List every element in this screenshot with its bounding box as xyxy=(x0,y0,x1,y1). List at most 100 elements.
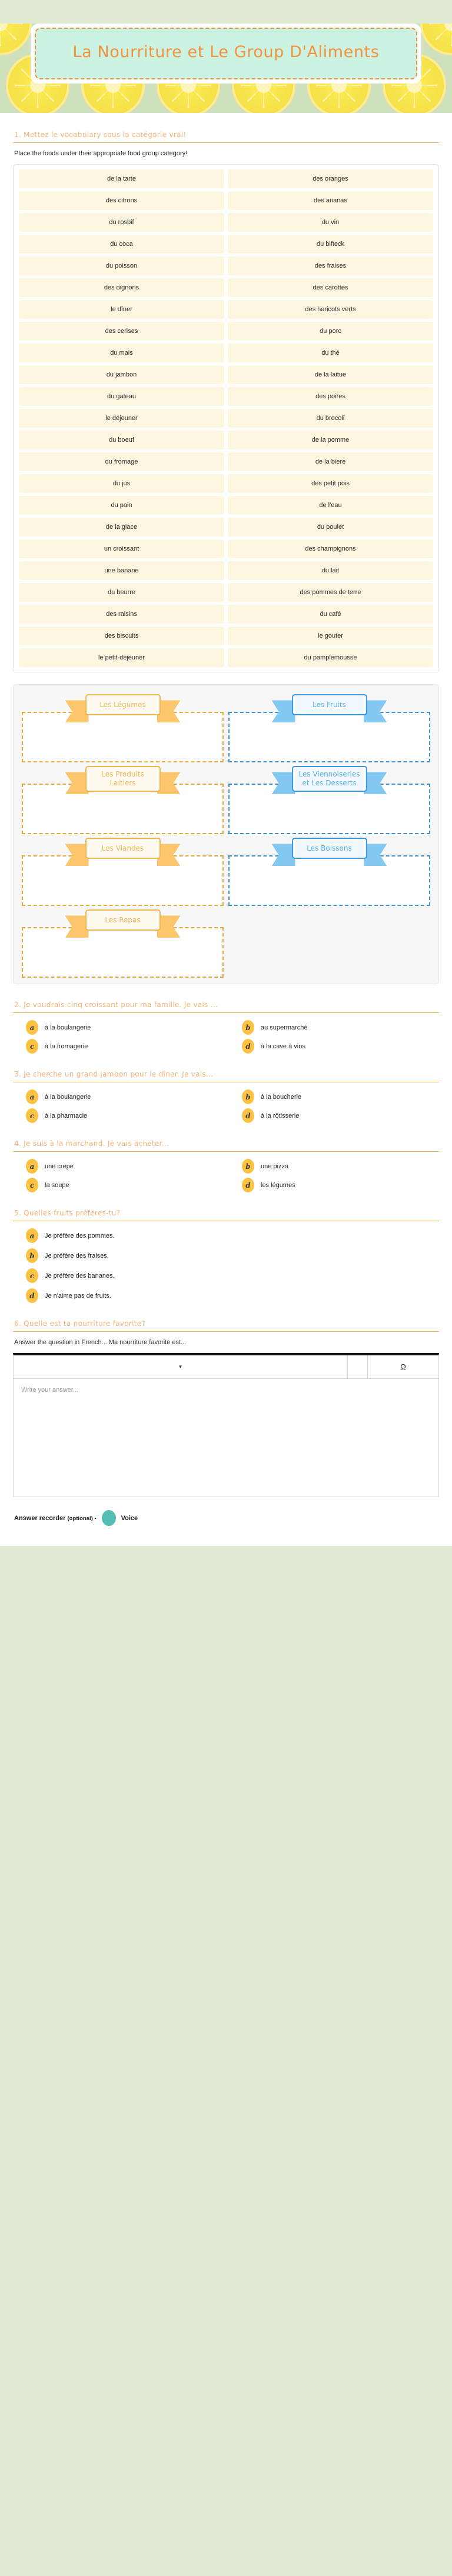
vocabulary-card[interactable]: du lait xyxy=(228,561,433,581)
mc-option-label: Je préfère des fraises. xyxy=(45,1252,109,1259)
vocabulary-card[interactable]: des biscuits xyxy=(19,626,224,646)
answer-editor[interactable]: ▾ Ω Write your answer... xyxy=(13,1353,439,1498)
ribbon-tails-icon xyxy=(271,772,387,795)
vocabulary-card[interactable]: de l'eau xyxy=(228,496,433,515)
vocabulary-card[interactable]: des oranges xyxy=(228,169,433,189)
category-label: Les Fruits xyxy=(291,694,367,716)
category-dropzone[interactable] xyxy=(22,855,224,907)
vocabulary-card[interactable]: le déjeuner xyxy=(19,409,224,428)
category-cell: Les Viandes xyxy=(19,834,226,907)
vocabulary-card[interactable]: du café xyxy=(228,605,433,624)
font-dropdown[interactable]: ▾ xyxy=(14,1355,348,1379)
category-cell: Les Boissons xyxy=(226,834,433,907)
vocabulary-card[interactable]: le dîner xyxy=(19,300,224,319)
vocabulary-card[interactable]: de la pomme xyxy=(228,431,433,450)
ribbon-tail-right-icon xyxy=(363,700,387,723)
category-ribbon: Les Légumes xyxy=(65,694,181,723)
vocabulary-card[interactable]: des carottes xyxy=(228,278,433,298)
vocabulary-card[interactable]: des citrons xyxy=(19,191,224,211)
category-dropzone[interactable] xyxy=(228,784,430,835)
category-label: Les Viandes xyxy=(85,838,161,859)
mc-option-key: d xyxy=(242,1039,254,1054)
vocabulary-card[interactable]: du coca xyxy=(19,235,224,254)
mc-option[interactable]: b Je préfère des fraises. xyxy=(13,1248,439,1264)
vocabulary-card[interactable]: de la glace xyxy=(19,518,224,537)
vocabulary-card[interactable]: du pamplemousse xyxy=(228,648,433,668)
vocabulary-card[interactable]: des haricots verts xyxy=(228,300,433,319)
vocabulary-card[interactable]: du gateau xyxy=(19,387,224,406)
vocabulary-card[interactable]: du thé xyxy=(228,344,433,363)
vocabulary-card[interactable]: du porc xyxy=(228,322,433,341)
vocabulary-card[interactable]: du jus xyxy=(19,474,224,494)
vocabulary-card[interactable]: du boeuf xyxy=(19,431,224,450)
vocabulary-card[interactable]: des oignons xyxy=(19,278,224,298)
category-dropzone[interactable] xyxy=(228,927,430,978)
vocabulary-card[interactable]: du rosbif xyxy=(19,213,224,232)
category-dropzone[interactable] xyxy=(228,855,430,907)
vocabulary-card[interactable]: de la biere xyxy=(228,452,433,472)
mc-option-key: b xyxy=(242,1159,254,1174)
question-6-heading: 6. Quelle est ta nourriture favorite? xyxy=(14,1319,146,1328)
special-character-button[interactable]: Ω xyxy=(400,1362,406,1372)
answer-textarea[interactable]: Write your answer... xyxy=(21,1387,78,1394)
category-dropzone[interactable] xyxy=(22,784,224,835)
category-label: Les Repas xyxy=(85,909,161,931)
vocabulary-card[interactable]: des petit pois xyxy=(228,474,433,494)
category-ribbon: Les Produits Laitiers xyxy=(65,766,181,795)
vocabulary-card[interactable]: du poulet xyxy=(228,518,433,537)
vocabulary-card[interactable]: le gouter xyxy=(228,626,433,646)
vocabulary-card[interactable]: une banane xyxy=(19,561,224,581)
category-dropzone[interactable] xyxy=(22,927,224,978)
vocabulary-card[interactable]: de la tarte xyxy=(19,169,224,189)
recorder-optional-text: (optional) - xyxy=(67,1515,97,1522)
vocabulary-card[interactable]: du poisson xyxy=(19,256,224,276)
vocabulary-card[interactable]: des champignons xyxy=(228,539,433,559)
vocabulary-card[interactable]: du jambon xyxy=(19,365,224,385)
mc-option-label: Je préfère des bananes. xyxy=(45,1272,115,1279)
vocabulary-card[interactable]: un croissant xyxy=(19,539,224,559)
mc-option-key: c xyxy=(26,1108,38,1124)
record-button-icon[interactable] xyxy=(101,1510,116,1527)
vocabulary-card[interactable]: des fraises xyxy=(228,256,433,276)
mc-option-key: c xyxy=(26,1178,38,1193)
vocabulary-card[interactable]: du pain xyxy=(19,496,224,515)
vocabulary-card[interactable]: des raisins xyxy=(19,605,224,624)
ribbon-tails-icon xyxy=(65,844,181,867)
vocabulary-card[interactable]: des poires xyxy=(228,387,433,406)
vocabulary-card[interactable]: du brocoli xyxy=(228,409,433,428)
vocabulary-card[interactable]: du bifteck xyxy=(228,235,433,254)
question-6-subtitle: Answer the question in French... Ma nour… xyxy=(14,1339,187,1347)
ribbon-tail-right-icon xyxy=(157,915,181,938)
category-ribbon: Les Viennoiseries et Les Desserts xyxy=(271,766,387,795)
mc-option-key: b xyxy=(26,1248,38,1264)
vocabulary-card[interactable]: le petit-déjeuner xyxy=(19,648,224,668)
vocabulary-card[interactable]: des ananas xyxy=(228,191,433,211)
vocabulary-card[interactable]: du vin xyxy=(228,213,433,232)
vocabulary-card[interactable]: des cerises xyxy=(19,322,224,341)
vocabulary-card[interactable]: des pommes de terre xyxy=(228,583,433,602)
vocabulary-card[interactable]: du beurre xyxy=(19,583,224,602)
vocabulary-card[interactable]: du mais xyxy=(19,344,224,363)
vocabulary-card[interactable]: du fromage xyxy=(19,452,224,472)
mc-option-key: a xyxy=(26,1089,38,1105)
vocabulary-card[interactable]: de la laitue xyxy=(228,365,433,385)
category-dropzone[interactable] xyxy=(228,712,430,763)
